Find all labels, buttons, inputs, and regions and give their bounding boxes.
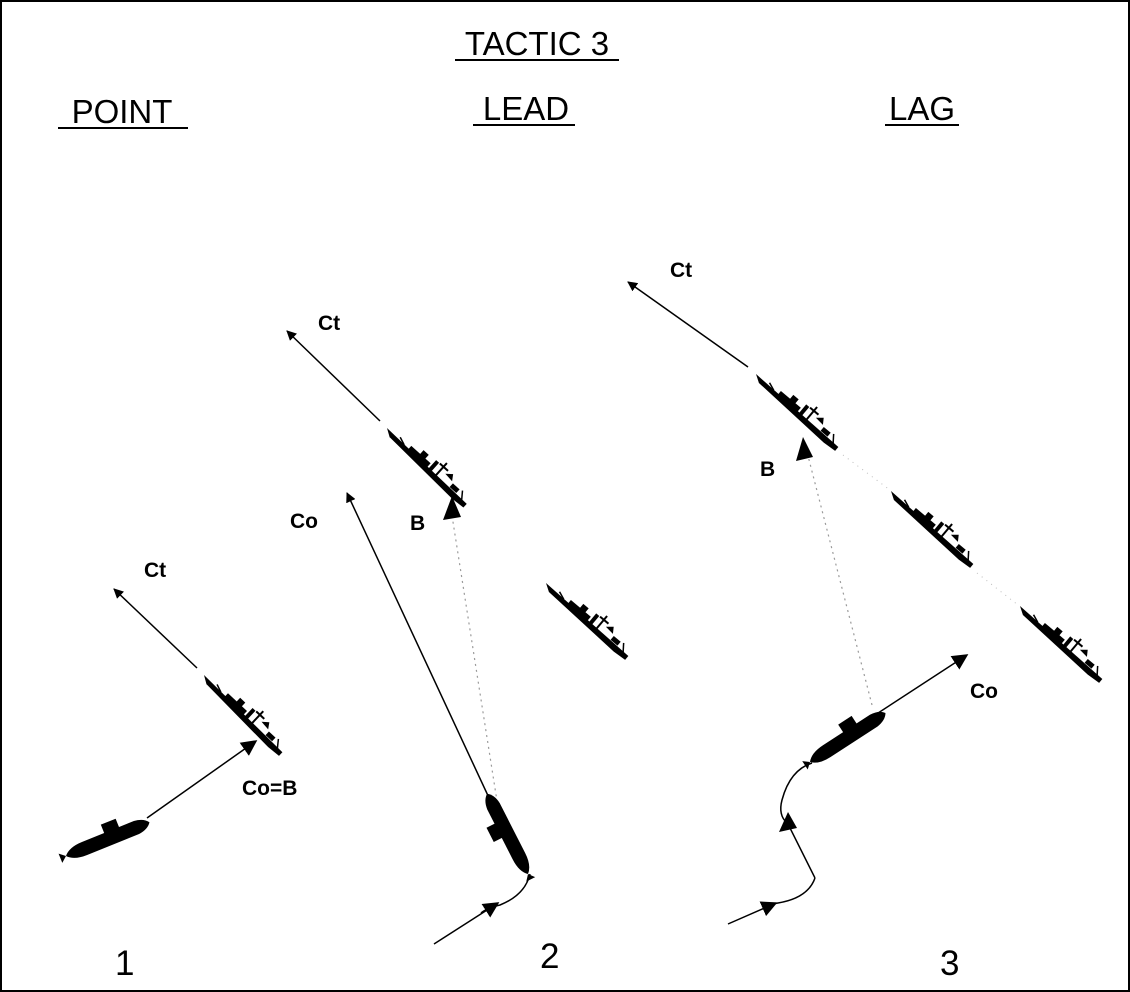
track-connector (976, 572, 1019, 606)
own-course-arrow (146, 740, 258, 819)
target-course-label: Ct (144, 559, 166, 582)
panel-number-1: 1 (115, 944, 134, 983)
submarine-icon (796, 699, 890, 772)
heading-lead: LEAD (483, 90, 569, 127)
own-course-label: Co (970, 680, 998, 703)
bearing-arrowhead-icon (796, 437, 813, 461)
target-course-label: Ct (670, 259, 692, 282)
own-course-arrow (874, 654, 969, 716)
bearing-line (449, 502, 501, 821)
future-ship-icon (1013, 594, 1115, 685)
maneuver-arrowhead-icon (779, 812, 797, 832)
diagram-title: TACTIC 3 (465, 25, 609, 62)
panel-lead: Ct B Co 2 (286, 312, 641, 976)
panel-number-3: 3 (940, 944, 959, 983)
target-course-arrow (286, 330, 381, 422)
approach-arrow (727, 901, 778, 925)
bearing-arrowhead-icon (443, 496, 461, 520)
panel-lag: Ct B Co 3 (627, 259, 1115, 983)
bearing-label: B (410, 512, 425, 535)
target-ship-icon (379, 416, 480, 510)
approach-curve (769, 877, 816, 907)
target-ship-icon (749, 362, 851, 453)
bearing-label: B (760, 458, 775, 481)
target-course-arrow (113, 588, 198, 669)
approach-arrow (433, 902, 500, 945)
submarine-icon (54, 807, 153, 865)
approach-track (480, 873, 531, 914)
track-connector (842, 454, 891, 491)
panel-point: Ct Co=B 1 (54, 559, 297, 983)
maneuver-track (788, 825, 816, 879)
approach-track (780, 762, 813, 824)
bearing-line (805, 447, 873, 706)
submarine-icon (472, 790, 537, 887)
target-course-label: Ct (318, 312, 340, 335)
target-ship-icon (196, 663, 295, 758)
own-course-label: Co (290, 510, 318, 533)
panel-number-2: 2 (540, 937, 559, 976)
target-course-arrow (627, 281, 749, 368)
heading-lag: LAG (889, 90, 955, 127)
own-course-label: Co=B (242, 777, 297, 800)
future-ship-icon (884, 479, 986, 570)
own-course-arrow (346, 492, 498, 816)
heading-point: POINT (72, 93, 173, 130)
future-ship-icon (539, 571, 641, 662)
